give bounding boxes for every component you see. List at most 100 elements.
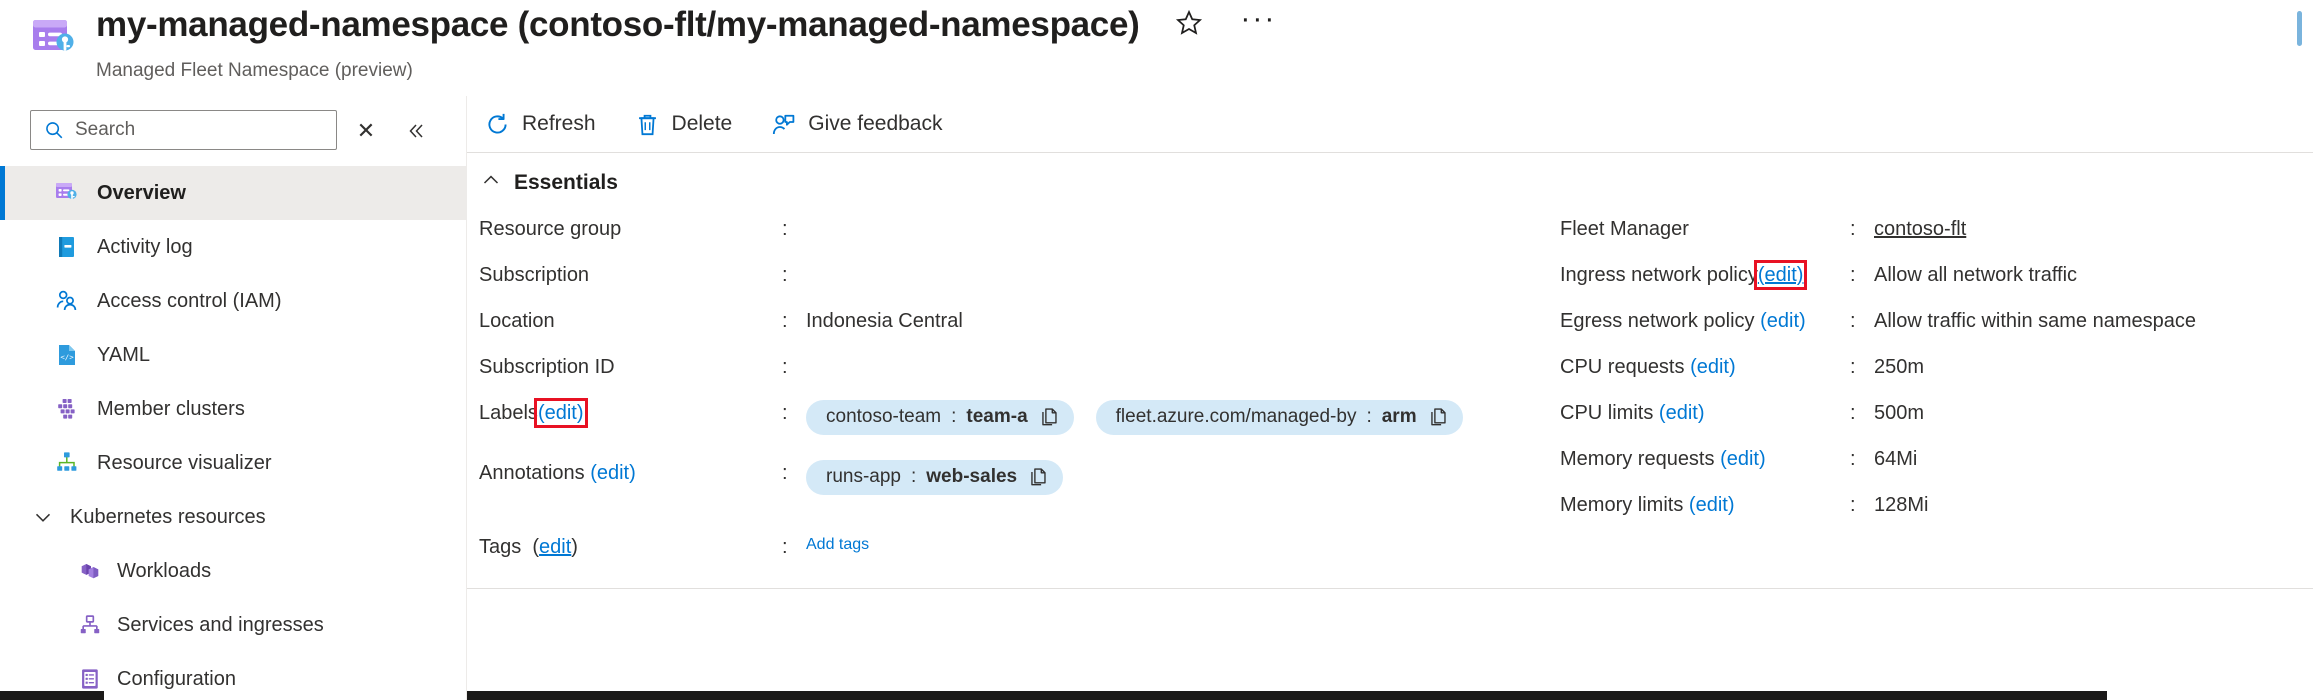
sidebar-item-yaml[interactable]: </> YAML [0,328,466,382]
give-feedback-button[interactable]: Give feedback [766,102,960,146]
field-separator: : [1850,310,1856,332]
content-horizontal-scrollbar[interactable] [467,690,2313,700]
delete-button[interactable]: Delete [630,102,751,146]
sidebar-item-label: Resource visualizer [97,451,272,474]
annotations-edit-link[interactable]: (edit) [590,462,636,484]
sidebar-search-row: Search ✕ [0,110,466,154]
field-subscription-id: Subscription ID : [479,354,1509,400]
memory-limits-edit-link[interactable]: (edit) [1688,494,1735,516]
sidebar-item-resource-visualizer[interactable]: Resource visualizer [0,436,466,490]
fleet-manager-link[interactable]: contoso-flt [1874,218,1967,240]
essentials-left-column: Resource group : Subscription : Location… [479,216,1509,520]
label-chip-key: contoso-team [826,406,942,427]
blade-header: my-managed-namespace (contoso-flt/my-man… [0,0,2313,96]
vertical-scrollbar-thumb[interactable] [2297,11,2302,46]
sidebar-divider [466,96,467,700]
member-clusters-icon [58,399,75,419]
annotation-chip-separator: : [911,466,917,487]
scrollbar-thumb[interactable] [467,691,2107,700]
field-subscription: Subscription : [479,262,1509,308]
sidebar-item-configuration[interactable]: Configuration [0,652,466,700]
sidebar-horizontal-scrollbar[interactable] [0,690,466,700]
field-value: Allow all network traffic [1874,264,2078,286]
field-location: Location : Indonesia Central [479,308,1509,354]
label-chip-separator: : [951,406,957,427]
scrollbar-thumb[interactable] [0,691,104,700]
field-label: Egress network policy [1560,310,1755,332]
ellipsis-icon[interactable]: ··· [1240,2,1277,35]
field-label-group: Egress network policy (edit) [1560,308,1850,333]
double-chevron-left-icon[interactable] [398,116,432,146]
cpu-requests-edit-link[interactable]: (edit) [1690,356,1736,378]
sidebar-item-label: Member clusters [97,397,245,420]
copy-icon[interactable] [1038,406,1060,428]
field-cpu-limits: CPU limits (edit) : 500m [1560,400,2300,446]
field-cpu-requests: CPU requests (edit) : 250m [1560,354,2300,400]
trash-icon [638,114,656,135]
add-tags-link[interactable]: Add tags [806,536,870,553]
access-control-icon [56,290,77,311]
sidebar-item-workloads[interactable]: Workloads [0,544,466,598]
refresh-button[interactable]: Refresh [480,102,614,146]
command-bar-divider [467,152,2313,153]
svg-text:</>: </> [60,353,74,362]
egress-policy-edit-link[interactable]: (edit) [1760,310,1806,332]
refresh-icon [488,113,507,133]
field-label: Ingress network policy [1560,264,1758,286]
refresh-label: Refresh [522,112,596,135]
sidebar-item-access-control[interactable]: Access control (IAM) [0,274,466,328]
field-egress-network-policy: Egress network policy (edit) : Allow tra… [1560,308,2300,354]
feedback-label: Give feedback [808,112,943,135]
field-separator: : [782,536,788,558]
labels-chip-list: contoso-team : team-a fleet.azure.com/ma… [806,400,1463,435]
sidebar-item-member-clusters[interactable]: Member clusters [0,382,466,436]
memory-requests-edit-link[interactable]: (edit) [1720,448,1766,470]
field-label-group: Memory requests (edit) [1560,446,1850,471]
field-label: Fleet Manager [1560,218,1689,240]
field-ingress-network-policy: Ingress network policy(edit) : Allow all… [1560,260,2300,308]
sidebar-item-activity-log[interactable]: Activity log [0,220,466,274]
field-value: 128Mi [1874,494,1929,516]
close-icon[interactable]: ✕ [356,118,376,143]
content-pane: Refresh Delete Give feedback [467,96,2313,700]
field-resource-group: Resource group : [479,216,1509,262]
essentials-bottom-divider [467,588,2313,589]
copy-icon[interactable] [1427,406,1449,428]
chevron-up-icon [479,168,503,197]
essentials-toggle[interactable]: Essentials [479,168,618,197]
field-label: Subscription ID [479,356,615,378]
workloads-icon [81,563,99,579]
search-input[interactable]: Search [30,110,337,150]
cpu-limits-edit-link[interactable]: (edit) [1658,402,1705,424]
namespace-resource-icon [33,20,74,51]
field-separator: : [1850,494,1856,516]
search-placeholder: Search [75,119,136,140]
tags-edit-link[interactable]: edit [539,536,572,558]
field-memory-requests: Memory requests (edit) : 64Mi [1560,446,2300,492]
yaml-icon: </> [59,345,75,365]
field-memory-limits: Memory limits (edit) : 128Mi [1560,492,2300,538]
resource-visualizer-icon [57,452,77,471]
field-label: Memory requests [1560,448,1715,470]
field-tags: Tags (edit) : Add tags [479,536,869,559]
star-icon[interactable] [1174,8,1204,43]
field-label: Annotations [479,462,585,484]
field-label-group: Ingress network policy(edit) [1560,260,1850,290]
sidebar-item-overview[interactable]: Overview [0,166,466,220]
sidebar-item-services-and-ingresses[interactable]: Services and ingresses [0,598,466,652]
label-chip-separator: : [1366,406,1372,427]
copy-icon[interactable] [1027,466,1049,488]
field-separator: : [1850,218,1856,240]
sidebar-item-label: Access control (IAM) [97,289,282,312]
tags-paren-open: ( [526,536,540,558]
namespace-icon [56,183,77,199]
sidebar-item-label: Workloads [117,559,212,582]
field-separator: : [1850,356,1856,378]
label-chip-key: fleet.azure.com/managed-by [1115,406,1357,427]
sidebar-group-kubernetes-resources[interactable]: Kubernetes resources [0,490,466,544]
chevron-down-icon [30,504,56,530]
field-value: 64Mi [1874,448,1918,470]
ingress-policy-edit-link[interactable]: (edit) [1753,260,1808,290]
labels-edit-link[interactable]: (edit) [533,398,588,428]
field-label: Labels [479,402,538,424]
